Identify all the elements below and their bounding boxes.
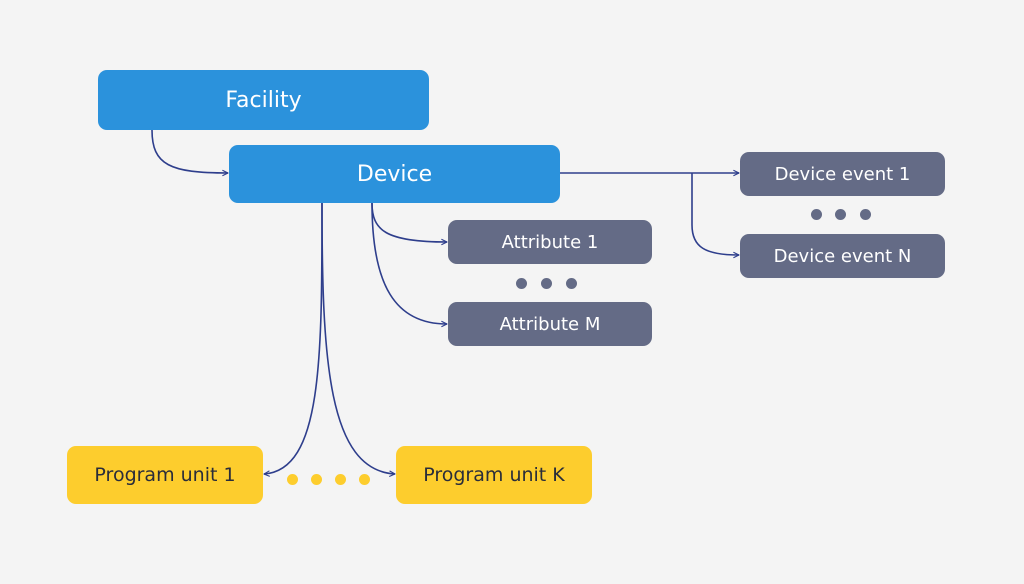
facility-node[interactable]: Facility (98, 70, 429, 130)
event-ellipsis-dot-1 (811, 209, 822, 220)
attribute-ellipsis-dot-2 (541, 278, 552, 289)
connector-device-attribute-last (371, 202, 447, 324)
program-unit-first-node[interactable]: Program unit 1 (67, 446, 263, 504)
attribute-last-label: Attribute M (499, 313, 601, 335)
program-unit-last-label: Program unit K (423, 464, 565, 486)
device-event-last-node[interactable]: Device event N (740, 234, 945, 278)
program-unit-last-node[interactable]: Program unit K (396, 446, 592, 504)
program-ellipsis-dot-3 (335, 474, 346, 485)
device-event-first-label: Device event 1 (774, 163, 911, 185)
connector-device-event-last (691, 173, 739, 255)
connector-device-program-unit-last (321, 202, 395, 474)
device-event-last-label: Device event N (773, 245, 912, 267)
device-node[interactable]: Device (229, 145, 560, 203)
program-unit-first-label: Program unit 1 (94, 464, 236, 486)
event-ellipsis-dot-2 (835, 209, 846, 220)
connector-device-attribute-first (371, 202, 447, 242)
attribute-first-label: Attribute 1 (501, 231, 599, 253)
event-ellipsis-dot-3 (860, 209, 871, 220)
attribute-ellipsis-dot-1 (516, 278, 527, 289)
program-ellipsis-dot-1 (287, 474, 298, 485)
device-label: Device (356, 161, 433, 187)
facility-label: Facility (225, 87, 302, 113)
connector-device-program-unit-first (264, 202, 323, 474)
attribute-first-node[interactable]: Attribute 1 (448, 220, 652, 264)
device-event-first-node[interactable]: Device event 1 (740, 152, 945, 196)
connector-facility-device (151, 129, 228, 173)
program-ellipsis-dot-2 (311, 474, 322, 485)
program-ellipsis-dot-4 (359, 474, 370, 485)
attribute-last-node[interactable]: Attribute M (448, 302, 652, 346)
attribute-ellipsis-dot-3 (566, 278, 577, 289)
